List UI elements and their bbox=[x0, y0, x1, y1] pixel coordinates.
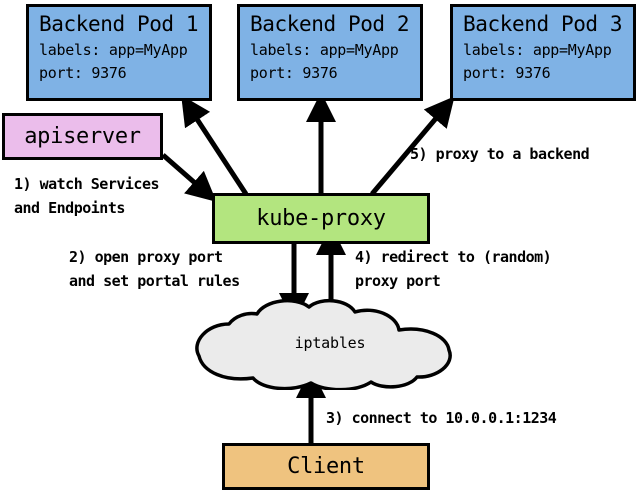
pod-1-title: Backend Pod 1 bbox=[39, 12, 199, 36]
step-2-annotation: 2) open proxy port and set portal rules bbox=[69, 248, 240, 290]
pod-3-port: port: 9376 bbox=[463, 64, 551, 82]
backend-pod-2: Backend Pod 2 labels: app=MyApp port: 93… bbox=[237, 4, 423, 101]
iptables-label: iptables bbox=[294, 334, 366, 352]
pod-2-labels: labels: app=MyApp bbox=[250, 41, 399, 59]
backend-pod-3: Backend Pod 3 labels: app=MyApp port: 93… bbox=[450, 4, 636, 101]
kube-proxy-node: kube-proxy bbox=[212, 193, 430, 244]
pod-2-port: port: 9376 bbox=[250, 64, 338, 82]
apiserver-label: apiserver bbox=[24, 124, 141, 149]
client-node: Client bbox=[222, 443, 430, 490]
step-5-annotation: 5) proxy to a backend bbox=[410, 145, 590, 163]
pod-1-port: port: 9376 bbox=[39, 64, 127, 82]
pod-3-title: Backend Pod 3 bbox=[463, 12, 623, 36]
arrow-kubeproxy-to-pod3 bbox=[370, 96, 455, 196]
pod-3-labels: labels: app=MyApp bbox=[463, 41, 612, 59]
iptables-cloud-shape bbox=[195, 299, 452, 390]
arrow-apiserver-to-kubeproxy bbox=[161, 153, 217, 202]
step-4-annotation: 4) redirect to (random) proxy port bbox=[355, 248, 552, 290]
apiserver-node: apiserver bbox=[2, 113, 163, 160]
arrow-kubeproxy-to-pod1 bbox=[181, 94, 249, 196]
step-1-annotation: 1) watch Services and Endpoints bbox=[14, 175, 160, 217]
client-label: Client bbox=[287, 454, 365, 479]
pod-1-labels: labels: app=MyApp bbox=[39, 41, 188, 59]
backend-pod-1: Backend Pod 1 labels: app=MyApp port: 93… bbox=[26, 4, 212, 101]
kube-proxy-label: kube-proxy bbox=[256, 206, 386, 231]
pod-2-title: Backend Pod 2 bbox=[250, 12, 410, 36]
step-3-annotation: 3) connect to 10.0.0.1:1234 bbox=[326, 409, 557, 427]
